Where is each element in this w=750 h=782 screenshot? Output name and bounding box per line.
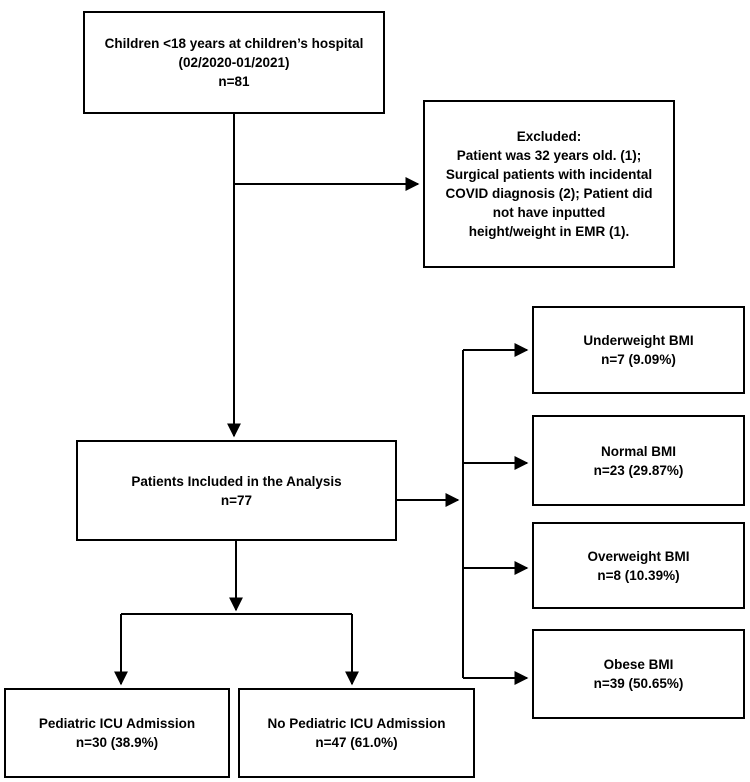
excluded-line-6: height/weight in EMR (1). <box>468 224 630 239</box>
no-picu-line-1: No Pediatric ICU Admission <box>267 716 446 731</box>
excluded-box: Excluded: Patient was 32 years old. (1);… <box>423 100 675 268</box>
underweight-line-2: n=7 (9.09%) <box>601 352 676 367</box>
excluded-line-3: Surgical patients with incidental <box>445 167 653 182</box>
excluded-line-1: Excluded: <box>516 129 582 144</box>
start-box: Children <18 years at children’s hospita… <box>83 11 385 114</box>
obese-box: Obese BMI n=39 (50.65%) <box>532 629 745 719</box>
underweight-line-1: Underweight BMI <box>583 333 694 348</box>
excluded-line-5: not have inputted <box>492 205 606 220</box>
start-line-2: (02/2020-01/2021) <box>178 55 290 70</box>
picu-box: Pediatric ICU Admission n=30 (38.9%) <box>4 688 230 778</box>
no-picu-box: No Pediatric ICU Admission n=47 (61.0%) <box>238 688 475 778</box>
start-line-1: Children <18 years at children’s hospita… <box>104 36 364 51</box>
obese-line-2: n=39 (50.65%) <box>593 676 684 691</box>
no-picu-line-2: n=47 (61.0%) <box>315 735 398 750</box>
picu-line-1: Pediatric ICU Admission <box>38 716 196 731</box>
included-line-1: Patients Included in the Analysis <box>131 473 342 489</box>
included-line-2: n=77 <box>220 492 253 508</box>
obese-line-1: Obese BMI <box>603 657 674 672</box>
start-line-3: n=81 <box>218 74 250 89</box>
excluded-line-4: COVID diagnosis (2); Patient did <box>445 186 653 201</box>
normal-line-2: n=23 (29.87%) <box>593 462 684 478</box>
underweight-box: Underweight BMI n=7 (9.09%) <box>532 306 745 394</box>
normal-box: Normal BMI n=23 (29.87%) <box>532 415 745 506</box>
normal-line-1: Normal BMI <box>600 443 676 459</box>
picu-line-2: n=30 (38.9%) <box>75 735 159 750</box>
overweight-box: Overweight BMI n=8 (10.39%) <box>532 522 745 609</box>
excluded-line-2: Patient was 32 years old. (1); <box>456 148 642 163</box>
overweight-line-1: Overweight BMI <box>587 548 690 564</box>
included-box: Patients Included in the Analysis n=77 <box>76 440 397 541</box>
overweight-line-2: n=8 (10.39%) <box>597 567 680 583</box>
